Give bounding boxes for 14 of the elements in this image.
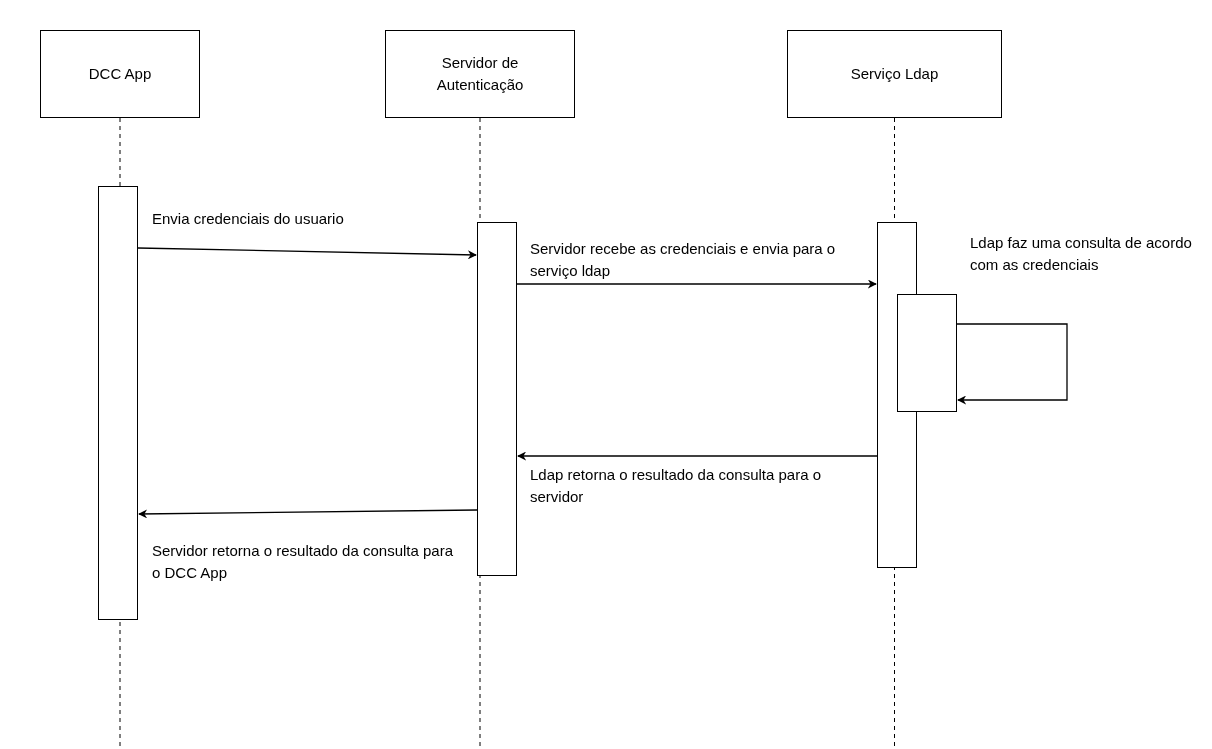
participant-box <box>385 30 575 118</box>
participant-box <box>40 30 200 118</box>
message-arrow <box>137 247 477 260</box>
participant-name: Serviço Ldap <box>849 64 940 84</box>
activation-bar <box>897 294 957 412</box>
activation-bar <box>477 222 517 576</box>
message-arrow <box>516 279 877 289</box>
participant-box <box>787 30 1002 118</box>
participant-name: Servidor de Autenticação <box>435 53 525 95</box>
participant-name: DCC App <box>87 64 153 84</box>
activation-bar <box>98 186 138 620</box>
message-arrow <box>138 509 478 519</box>
self-message-arrow <box>956 323 1068 405</box>
message-arrow <box>517 451 878 461</box>
